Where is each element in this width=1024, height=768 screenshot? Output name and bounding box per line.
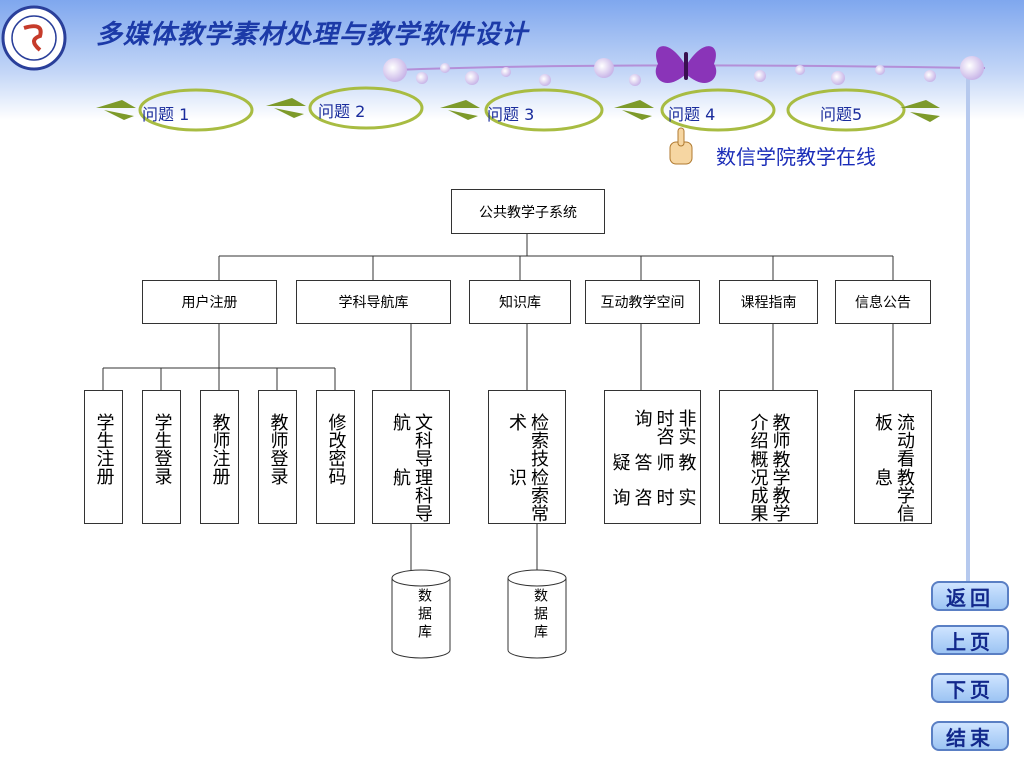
leaf-interactive-consult: 非实时咨询 教师答疑 实时咨询 — [604, 390, 701, 524]
module-course-guide: 课程指南 — [719, 280, 818, 324]
leaf-change-password: 修改密码 — [316, 390, 355, 524]
question-link-5[interactable]: 问题5 — [820, 105, 863, 124]
question-link-3[interactable]: 问题 3 — [487, 105, 535, 124]
butterfly-icon — [655, 46, 717, 83]
leaf-student-login: 学生登录 — [142, 390, 181, 524]
leaf-course-info: 教师介绍 教学概况 教学成果 — [719, 390, 818, 524]
database-label-1: 数据库 — [416, 588, 432, 642]
root-node: 公共教学子系统 — [451, 189, 605, 234]
bubble-vine-icon — [383, 56, 986, 86]
school-logo-icon — [1, 5, 67, 71]
question-link-1[interactable]: 问题 1 — [142, 105, 190, 124]
module-user-registration: 用户注册 — [142, 280, 277, 324]
question-ovals — [138, 86, 906, 132]
diagram-connectors — [102, 234, 894, 572]
module-subject-navigation: 学科导航库 — [296, 280, 451, 324]
leaf-subject-navigation: 文科导航 理科导航 — [372, 390, 450, 524]
module-notice: 信息公告 — [835, 280, 931, 324]
database-cylinder — [391, 569, 451, 659]
previous-page-button[interactable]: 上页 — [931, 625, 1009, 655]
leaf-sprig-icon — [96, 98, 940, 122]
database-cylinder — [507, 569, 567, 659]
end-button[interactable]: 结束 — [931, 721, 1009, 751]
leaf-student-register: 学生注册 — [84, 390, 123, 524]
leaf-teacher-register: 教师注册 — [200, 390, 239, 524]
question-link-4[interactable]: 问题 4 — [668, 105, 716, 124]
next-page-button[interactable]: 下页 — [931, 673, 1009, 703]
database-label-2: 数据库 — [532, 588, 548, 642]
module-interactive-space: 互动教学空间 — [585, 280, 700, 324]
leaf-teacher-login: 教师登录 — [258, 390, 297, 524]
leaf-knowledge-search: 检索技术 检索常识 — [488, 390, 566, 524]
pointing-hand-icon — [669, 127, 693, 165]
question-link-2[interactable]: 问题 2 — [318, 102, 366, 121]
module-knowledge-base: 知识库 — [469, 280, 571, 324]
subtitle: 数信学院教学在线 — [716, 145, 876, 169]
back-button[interactable]: 返回 — [931, 581, 1009, 611]
leaf-notice-board: 流动看板 教学信息 — [854, 390, 932, 524]
page-title: 多媒体教学素材处理与教学软件设计 — [96, 20, 529, 50]
